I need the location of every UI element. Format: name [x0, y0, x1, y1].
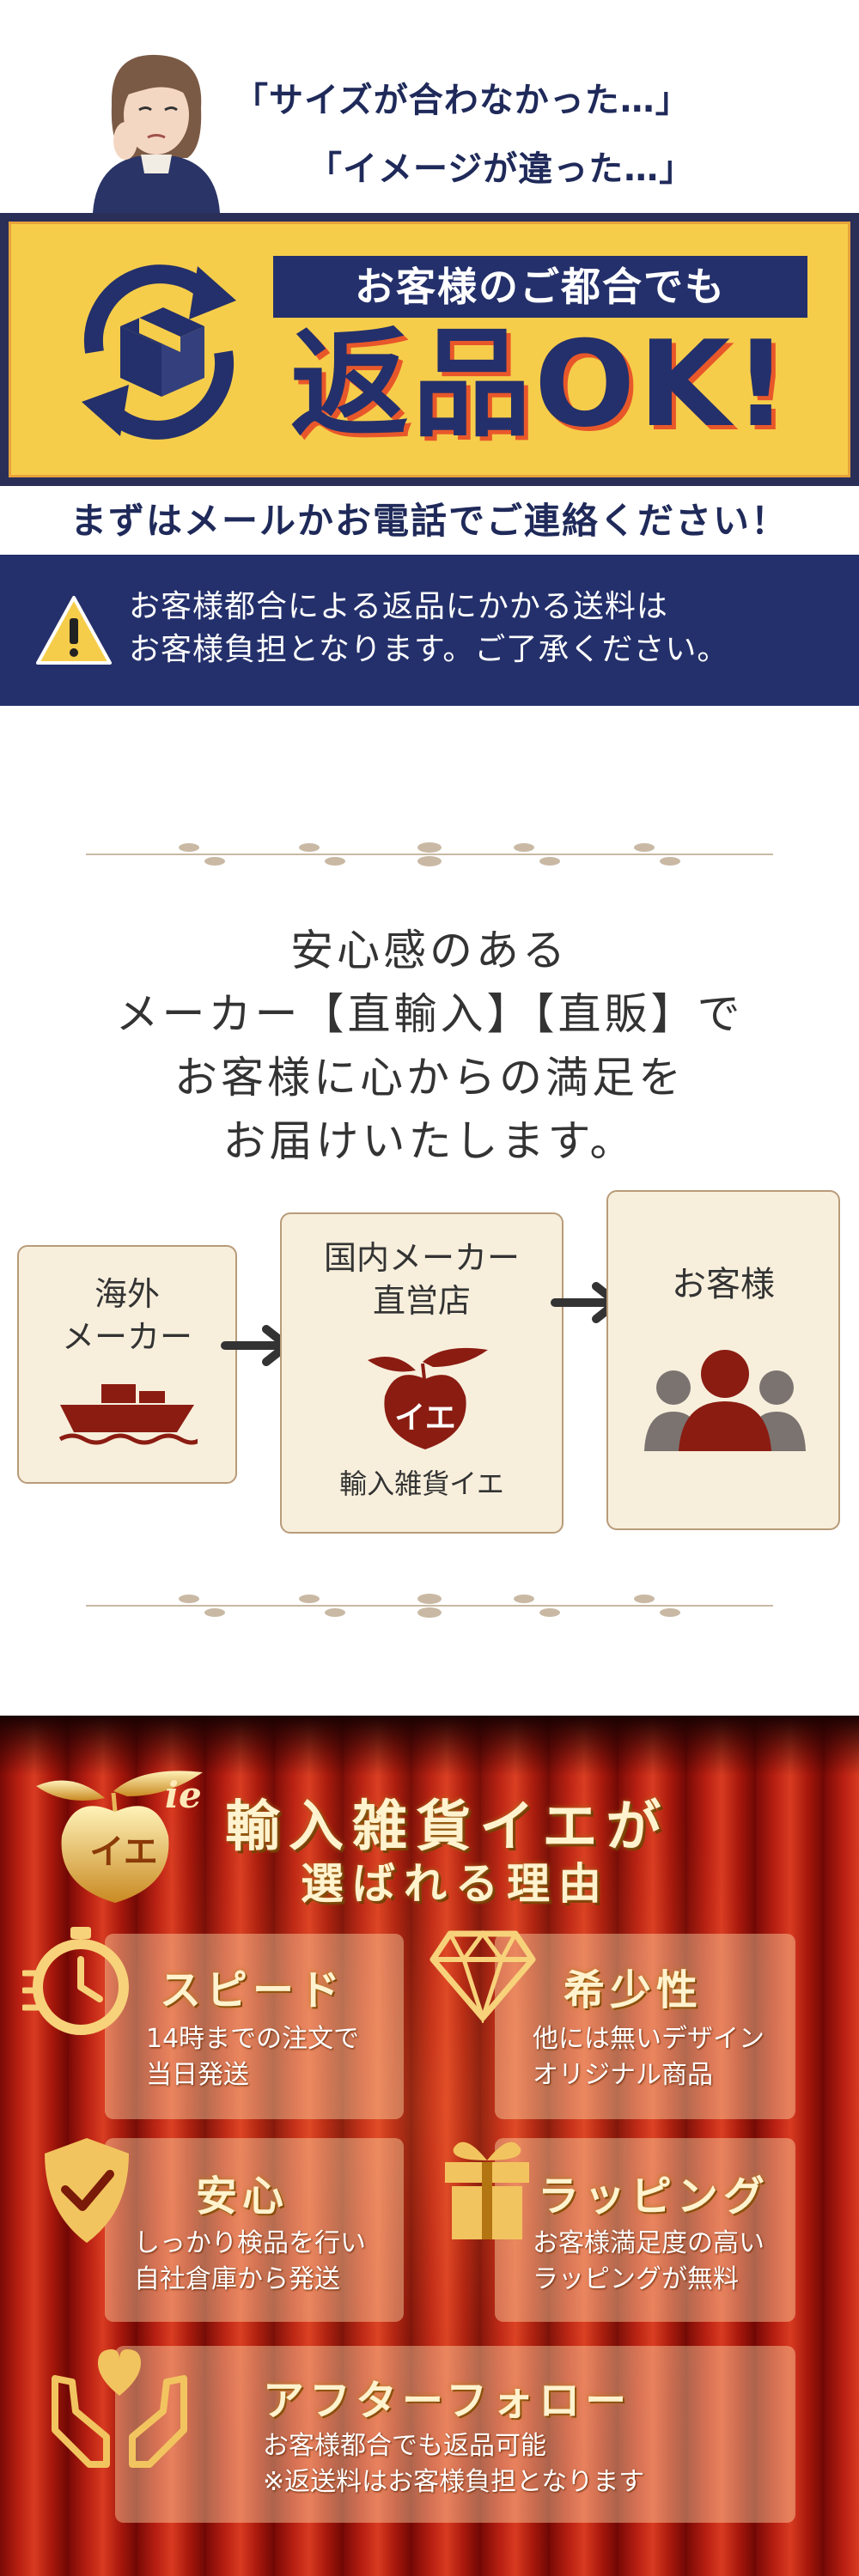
banner-label: お客様のご都合でも — [273, 256, 807, 318]
domestic-line-2: 直営店 — [372, 1282, 471, 1320]
domestic-line-1: 国内メーカー — [323, 1239, 520, 1277]
worried-woman-icon — [93, 54, 220, 213]
message-line-2: メーカー【直輸入】【直販】で — [115, 989, 744, 1039]
customer-label: お客様 — [672, 1265, 775, 1304]
feature-safety-line-1: しっかり検品を行い — [134, 2228, 366, 2258]
overseas-line-1: 海外 — [94, 1275, 160, 1313]
domestic-store-card — [280, 1212, 564, 1534]
shield-check-icon — [45, 2138, 129, 2243]
feature-title-after-follow: アフターフォロー — [263, 2377, 632, 2425]
shipping-notice — [0, 555, 859, 706]
feature-title-rarity: 希少性 — [564, 1966, 704, 2014]
feature-after-follow-line-1: お客様都合でも返品可能 — [263, 2431, 546, 2461]
apple-logo-text: イエ — [394, 1400, 456, 1436]
ornament-divider-bottom — [86, 1594, 773, 1618]
feature-title-wrapping: ラッピング — [538, 2172, 771, 2221]
feature-safety-line-2: 自社倉庫から発送 — [134, 2264, 340, 2294]
feature-card-safety — [105, 2138, 404, 2322]
message-line-3: お客様に心からの満足を — [174, 1053, 685, 1103]
feature-text-rarity: 他には無いデザイン オリジナル商品 — [533, 2021, 765, 2093]
feature-speed-line-2: 当日発送 — [146, 2060, 249, 2090]
feature-card-wrapping — [495, 2138, 795, 2322]
diamond-icon — [430, 1929, 536, 2023]
gold-apple-logo-icon — [36, 1771, 203, 1903]
feature-text-after-follow: お客様都合でも返品可能 ※返送料はお客様負担となります — [263, 2428, 644, 2500]
feature-wrapping-line-1: お客様満足度の高い — [533, 2228, 765, 2258]
warning-icon — [36, 596, 112, 665]
feature-card-after-follow — [115, 2346, 795, 2523]
feature-rarity-line-2: オリジナル商品 — [533, 2060, 713, 2090]
overseas-maker-card — [17, 1245, 237, 1484]
message-line-4: お届けいたします。 — [222, 1116, 637, 1166]
stage-top-shadow — [0, 1716, 859, 1776]
apple-logo-icon — [368, 1347, 488, 1449]
notice-line-2: お客様負担となります。ご了承ください。 — [129, 632, 729, 667]
message-line-1: 安心感のある — [290, 926, 569, 975]
shop-name: 輸入雑貨イエ — [339, 1467, 504, 1500]
direct-message: 安心感のある メーカー【直輸入】【直販】で お客様に心からの満足を お届けいたし… — [0, 919, 859, 1173]
customers-group-icon — [644, 1350, 806, 1451]
feature-after-follow-line-2: ※返送料はお客様負担となります — [263, 2467, 645, 2497]
contact-prompt: まずはメールかお電話でご連絡ください！ — [70, 500, 789, 542]
logo-ie-text: ie — [165, 1774, 202, 1816]
feature-text-speed: 14時までの注文で 当日発送 — [146, 2021, 359, 2093]
return-box-icon — [82, 264, 236, 440]
speech-image-mismatch: 「イメージが違った…」 — [308, 149, 695, 189]
banner-headline: 返品OK! — [290, 315, 792, 453]
stopwatch-icon — [22, 1927, 129, 2035]
gold-apple-text: イエ — [89, 1832, 158, 1872]
notice-line-1: お客様都合による返品にかかる送料は — [129, 589, 668, 624]
notice-text: お客様都合による返品にかかる送料は お客様負担となります。ご了承ください。 — [129, 586, 728, 671]
feature-wrapping-line-2: ラッピングが無料 — [533, 2264, 739, 2294]
heart-hands-icon — [52, 2349, 187, 2468]
feature-card-speed — [105, 1934, 404, 2119]
speech-size-mismatch: 「サイズが合わなかった…」 — [234, 81, 691, 120]
feature-speed-line-1: 14時までの注文で — [146, 2024, 360, 2054]
feature-card-rarity — [495, 1934, 795, 2119]
feature-rarity-line-1: 他には無いデザイン — [533, 2024, 765, 2054]
overseas-maker-label: 海外 メーカー — [17, 1273, 237, 1358]
domestic-store-label: 国内メーカー 直営店 — [280, 1236, 564, 1322]
cargo-ship-icon — [58, 1384, 198, 1445]
feature-text-wrapping: お客様満足度の高い ラッピングが無料 — [533, 2226, 765, 2298]
overseas-line-2: メーカー — [61, 1318, 192, 1356]
feature-title-safety: 安心 — [196, 2172, 289, 2221]
feature-title-speed: スピード — [160, 1966, 346, 2014]
reasons-title-line-2: 選ばれる理由 — [301, 1859, 610, 1909]
ornament-divider-top — [86, 842, 773, 866]
gift-icon — [445, 2142, 529, 2239]
reasons-title-line-1: 輸入雑貨イエが — [225, 1795, 670, 1859]
feature-text-safety: しっかり検品を行い 自社倉庫から発送 — [134, 2226, 366, 2298]
